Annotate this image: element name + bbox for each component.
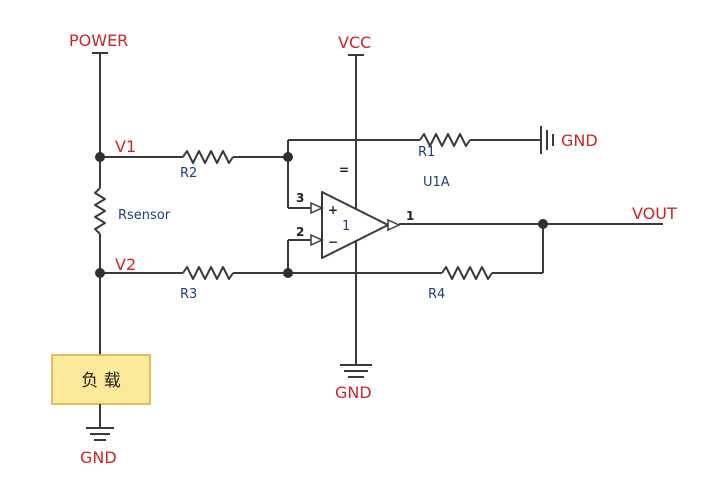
rsensor-resistor-icon	[94, 187, 106, 235]
net-label-vout: VOUT	[632, 204, 677, 223]
ref-label-u1a: U1A	[423, 175, 450, 190]
r1-ground-icon	[540, 126, 554, 154]
opamp-ground-icon	[340, 364, 372, 378]
r4-resistor-icon	[441, 266, 493, 280]
plus-sign: +	[328, 203, 338, 217]
net-label-gnd-r1: GND	[561, 131, 598, 150]
net-label-power: POWER	[69, 31, 128, 50]
junction-v2	[95, 268, 105, 278]
ref-label-r4: R4	[428, 287, 445, 302]
supply-mark: =	[339, 163, 349, 177]
net-label-v2: V2	[115, 255, 136, 274]
r1-resistor-icon	[419, 133, 471, 147]
junction-vout	[538, 219, 548, 229]
r3-resistor-icon	[182, 266, 234, 280]
pin-number-3: 3	[296, 191, 304, 205]
net-label-v1: V1	[115, 137, 136, 156]
r1-branch	[288, 126, 554, 154]
pin-number-2: 2	[296, 225, 304, 239]
junction-r2	[283, 152, 293, 162]
left-supply-branch	[51, 52, 151, 441]
opamp-icon	[310, 191, 401, 259]
ref-label-r1: R1	[418, 145, 435, 160]
load-ground-icon	[86, 427, 114, 441]
r4-feedback	[288, 224, 544, 280]
load-box	[51, 354, 151, 405]
pin-number-1: 1	[406, 209, 414, 223]
r2-branch	[100, 140, 322, 209]
input-arrow-plus	[310, 201, 324, 215]
input-arrow-minus	[310, 233, 324, 247]
net-label-gnd-load: GND	[80, 448, 117, 467]
ref-label-rsensor: Rsensor	[118, 208, 171, 223]
junction-v1	[95, 152, 105, 162]
ref-label-r2: R2	[180, 166, 197, 181]
r2-resistor-icon	[182, 150, 234, 164]
junction-r3	[283, 268, 293, 278]
net-label-gnd-opamp: GND	[335, 383, 372, 402]
load-label: 负 载	[81, 371, 120, 391]
output-arrow	[387, 218, 401, 232]
opamp-unit-label: 1	[342, 219, 350, 234]
minus-sign: −	[328, 235, 338, 249]
ref-label-r3: R3	[180, 287, 197, 302]
net-label-vcc: VCC	[338, 33, 371, 52]
r3-branch	[100, 239, 322, 280]
